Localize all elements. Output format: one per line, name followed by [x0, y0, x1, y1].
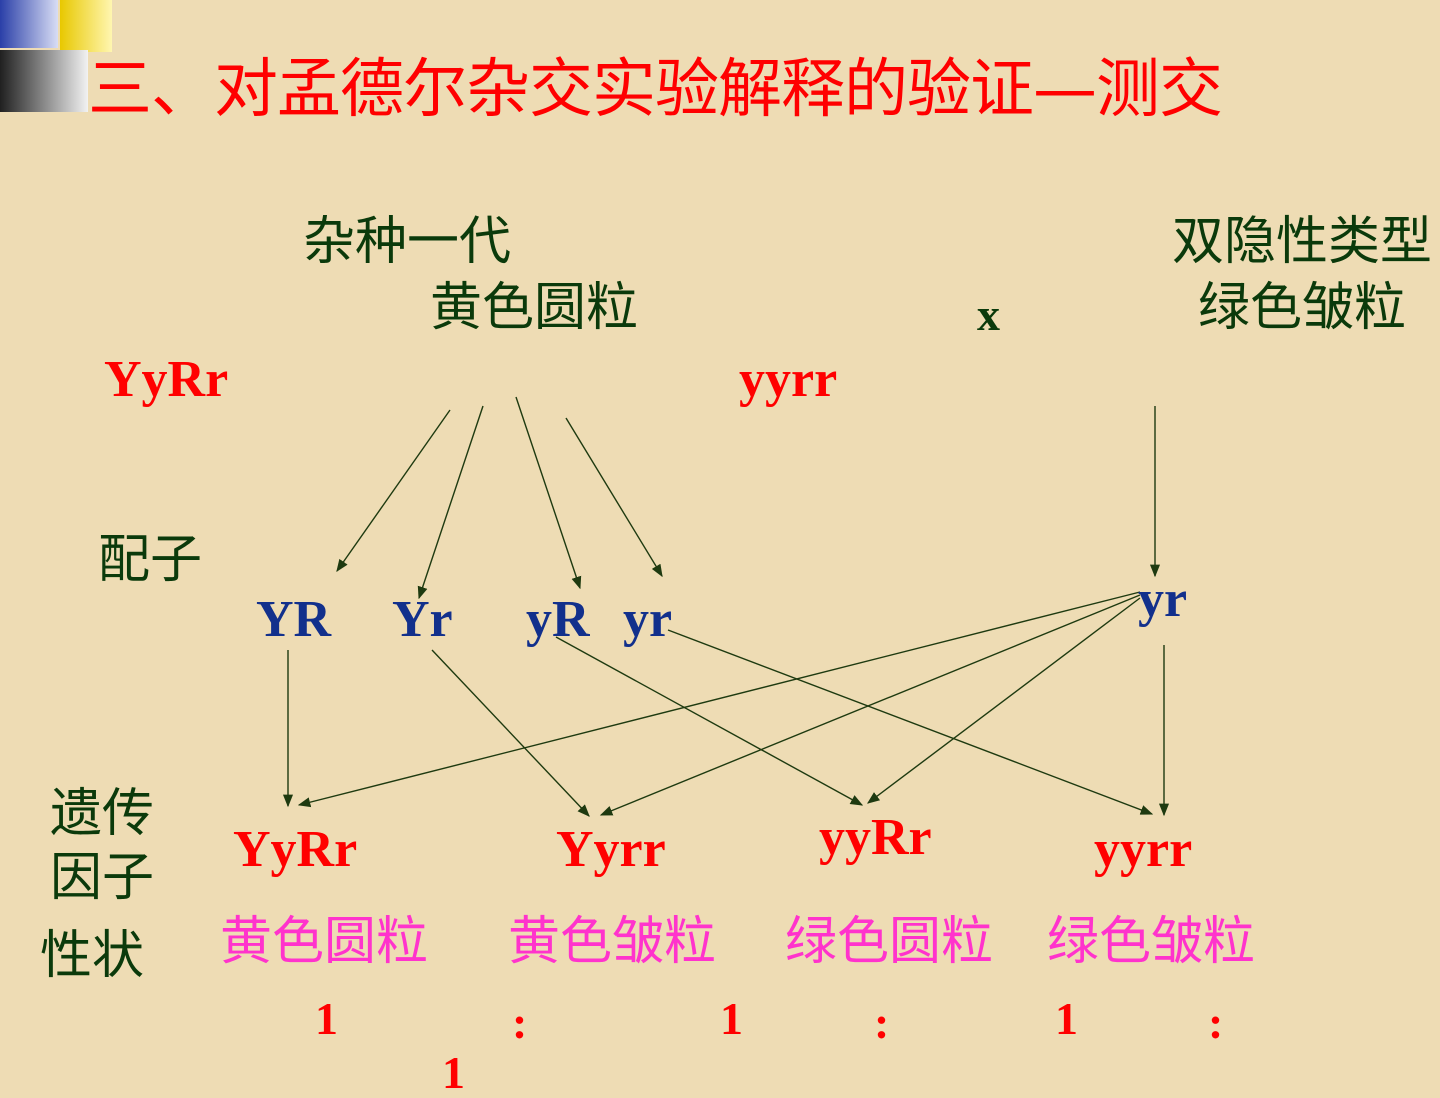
arrow-yR-to-yyRr [555, 636, 864, 806]
parent-left-genotype: YyRr [104, 351, 229, 408]
offspring-label-line1: 遗传 [50, 784, 155, 844]
ratio-separator-1: : [512, 997, 528, 1048]
corner-decoration [0, 0, 112, 112]
slide-title: 三、对孟德尔杂交实验解释的验证—测交 [88, 53, 1223, 127]
offspring-genotype-2: Yyrr [556, 821, 666, 878]
arrow-parent-to-yr [565, 417, 663, 578]
ratio-number-2: 1 [720, 993, 743, 1044]
arrow-yr-to-yyrr [667, 629, 1154, 815]
deco-square-gray [0, 50, 88, 112]
parent-right-genotype: yyrr [739, 351, 838, 408]
deco-square-yellow [60, 0, 112, 52]
offspring-genotype-4: yyrr [1094, 821, 1193, 878]
offspring-phenotype-4: 绿色皱粒 [1047, 912, 1256, 972]
offspring-label-line2: 因子 [50, 848, 155, 908]
offspring-genotype-1: YyRr [233, 821, 358, 878]
arrow-ryr-to-YyRr [297, 591, 1141, 808]
arrow-ryr-to-yyRr [866, 597, 1141, 804]
parent-right-phenotype: 绿色皱粒 [1198, 278, 1407, 338]
ratio-number-4: 1 [442, 1047, 465, 1098]
ratio-separator-2: : [874, 997, 890, 1048]
arrow-parent-to-YR [336, 409, 451, 573]
arrow-parent-to-yR [515, 396, 582, 590]
gamete-yR: yR [526, 591, 590, 648]
parent-left-label: 杂种一代 [303, 212, 512, 272]
offspring-genotype-3: yyRr [819, 809, 932, 866]
gamete-label: 配子 [98, 530, 203, 590]
offspring-phenotype-1: 黄色圆粒 [220, 912, 429, 972]
ratio-number-1: 1 [315, 993, 338, 1044]
ratio-number-3: 1 [1055, 993, 1078, 1044]
parent-left-phenotype: 黄色圆粒 [430, 278, 639, 338]
ratio-separator-3: : [1208, 997, 1224, 1048]
offspring-phenotype-2: 黄色皱粒 [508, 912, 717, 972]
deco-square-blue [0, 0, 58, 48]
gamete-right-yr: yr [1138, 571, 1188, 628]
gamete-YR: YR [256, 591, 332, 648]
arrow-Yr-to-Yyrr [431, 649, 590, 817]
cross-symbol: x [977, 289, 1000, 340]
gamete-yr: yr [623, 591, 673, 648]
offspring-phenotype-3: 绿色圆粒 [785, 912, 994, 972]
gamete-Yr: Yr [392, 591, 453, 648]
trait-label: 性状 [40, 926, 145, 986]
arrow-parent-to-Yr [417, 405, 484, 600]
parent-right-label: 双隐性类型 [1172, 212, 1433, 272]
arrow-ryr-to-Yyrr [599, 594, 1141, 816]
